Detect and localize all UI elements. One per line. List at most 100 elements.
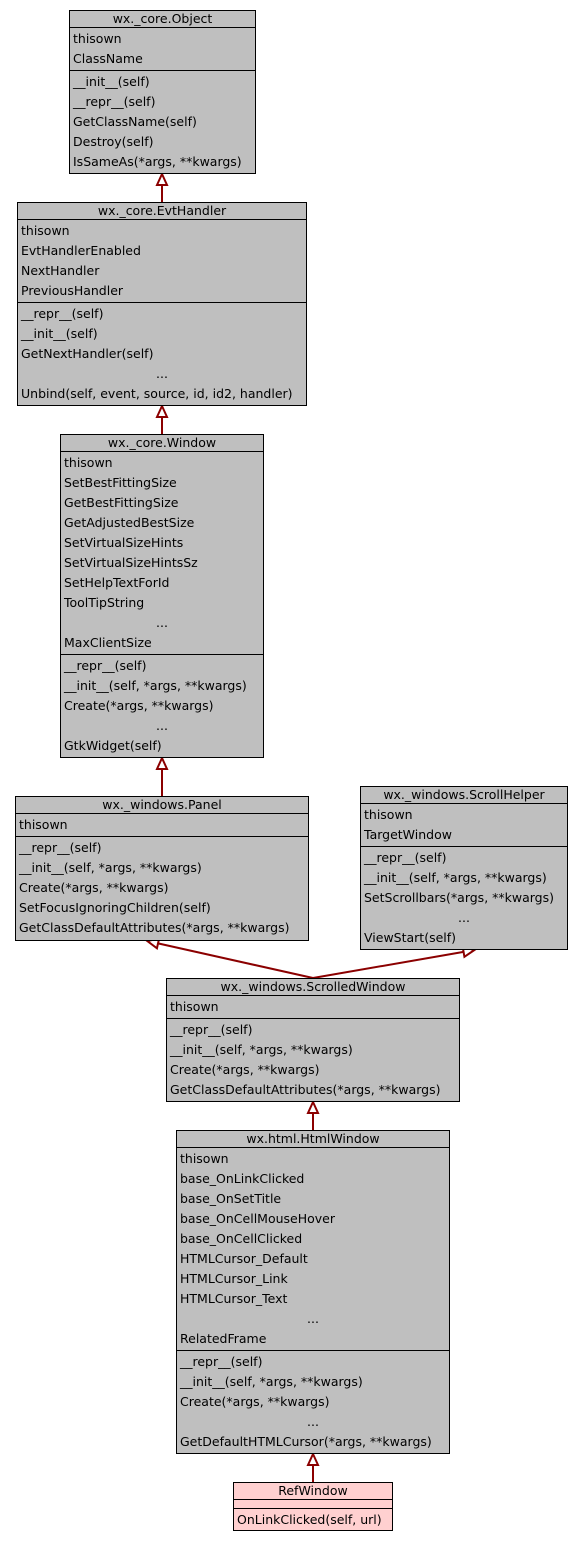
attribute-row: ToolTipString (64, 595, 145, 610)
method-row: Unbind(self, event, source, id, id2, han… (21, 386, 293, 401)
attributes-section (234, 1500, 392, 1509)
attribute-row: HTMLCursor_Link (180, 1271, 288, 1286)
attribute-row: SetHelpTextForId (64, 575, 170, 590)
inheritance-arrowhead (155, 403, 169, 418)
inheritance-arrowhead (306, 1451, 320, 1466)
method-row: __repr__(self) (364, 850, 447, 865)
attribute-row: thisown (19, 817, 68, 832)
method-row: __init__(self, *args, **kwargs) (64, 678, 247, 693)
method-row: __repr__(self) (19, 840, 102, 855)
class-title: RefWindow (234, 1483, 392, 1500)
class-title: wx._windows.Panel (16, 797, 308, 814)
attribute-row: base_OnLinkClicked (180, 1171, 305, 1186)
method-row: Create(*args, **kwargs) (170, 1062, 320, 1077)
class-title: wx._core.Window (61, 435, 263, 452)
method-row: Create(*args, **kwargs) (180, 1394, 330, 1409)
class-node-htmlwindow[interactable]: wx.html.HtmlWindow thisown base_OnLinkCli… (176, 1130, 450, 1454)
method-row: GetClassDefaultAttributes(*args, **kwarg… (19, 920, 290, 935)
class-title: wx.html.HtmlWindow (177, 1131, 449, 1148)
class-title: wx._windows.ScrollHelper (361, 787, 567, 804)
attribute-row: thisown (21, 223, 70, 238)
methods-section: __repr__(self) __init__(self, *args, **kw… (61, 655, 263, 757)
method-row: __init__(self) (21, 326, 98, 341)
method-row: __repr__(self) (21, 306, 104, 321)
inheritance-arrowhead (306, 1099, 320, 1114)
ellipsis-row: ... (458, 910, 470, 925)
method-row: GetClassName(self) (73, 114, 197, 129)
method-row: __init__(self, *args, **kwargs) (170, 1042, 353, 1057)
attribute-row: SetVirtualSizeHints (64, 535, 184, 550)
method-row: GetDefaultHTMLCursor(*args, **kwargs) (180, 1434, 432, 1449)
inheritance-edge (312, 950, 464, 979)
method-row: OnLinkClicked(self, url) (237, 1512, 382, 1527)
attribute-row: ClassName (73, 51, 143, 66)
attribute-row: base_OnCellMouseHover (180, 1211, 336, 1226)
method-row: Create(*args, **kwargs) (19, 880, 169, 895)
attribute-row: RelatedFrame (180, 1331, 267, 1346)
attribute-row: NextHandler (21, 263, 100, 278)
attribute-row: EvtHandlerEnabled (21, 243, 141, 258)
ellipsis-row: ... (156, 718, 168, 733)
ellipsis-row: ... (307, 1414, 319, 1429)
methods-section: OnLinkClicked(self, url) (234, 1509, 392, 1531)
ellipsis-row: ... (156, 366, 168, 381)
class-node-panel[interactable]: wx._windows.Panel thisown __repr__(self)… (15, 796, 309, 941)
inheritance-arrowhead (155, 755, 169, 770)
method-row: __init__(self, *args, **kwargs) (180, 1374, 363, 1389)
attribute-row: PreviousHandler (21, 283, 124, 298)
attribute-row: thisown (73, 31, 122, 46)
attribute-row: HTMLCursor_Default (180, 1251, 308, 1266)
method-row: __repr__(self) (64, 658, 147, 673)
method-row: IsSameAs(*args, **kwargs) (73, 154, 242, 169)
methods-section: __init__(self) __repr__(self) GetClassName… (70, 71, 255, 173)
attribute-row: MaxClientSize (64, 635, 152, 650)
attribute-row: thisown (180, 1151, 229, 1166)
methods-section: __repr__(self) __init__(self, *args, **kw… (16, 837, 308, 939)
attribute-row: thisown (170, 999, 219, 1014)
methods-section: __repr__(self) __init__(self) GetNextHandl… (18, 303, 306, 405)
method-row: __init__(self) (73, 74, 150, 89)
inheritance-arrowhead (155, 171, 169, 186)
methods-section: __repr__(self) __init__(self, *args, **kw… (177, 1351, 449, 1453)
attribute-row: SetBestFittingSize (64, 475, 177, 490)
method-row: SetScrollbars(*args, **kwargs) (364, 890, 555, 905)
class-title: wx._core.Object (70, 11, 255, 28)
attributes-section: thisown (16, 814, 308, 837)
class-node-scrolledwindow[interactable]: wx._windows.ScrolledWindow thisown __rep… (166, 978, 460, 1102)
method-row: SetFocusIgnoringChildren(self) (19, 900, 211, 915)
attribute-row: GetBestFittingSize (64, 495, 179, 510)
method-row: Destroy(self) (73, 134, 154, 149)
method-row: GetNextHandler(self) (21, 346, 154, 361)
attribute-row: thisown (364, 807, 413, 822)
method-row: Create(*args, **kwargs) (64, 698, 214, 713)
method-row: __repr__(self) (73, 94, 156, 109)
attribute-row: SetVirtualSizeHintsSz (64, 555, 198, 570)
method-row: __init__(self, *args, **kwargs) (364, 870, 547, 885)
method-row: GetClassDefaultAttributes(*args, **kwarg… (170, 1082, 441, 1097)
method-row: GtkWidget(self) (64, 738, 162, 753)
class-title: wx._core.EvtHandler (18, 203, 306, 220)
class-title: wx._windows.ScrolledWindow (167, 979, 459, 996)
attribute-row: thisown (64, 455, 113, 470)
method-row: __repr__(self) (170, 1022, 253, 1037)
inheritance-edge (157, 942, 314, 979)
method-row: ViewStart(self) (364, 930, 457, 945)
attribute-row: TargetWindow (364, 827, 452, 842)
methods-section: __repr__(self) __init__(self, *args, **kw… (167, 1019, 459, 1101)
attributes-section: thisown base_OnLinkClicked base_OnSetTitle… (177, 1148, 449, 1351)
attribute-row: base_OnSetTitle (180, 1191, 282, 1206)
attribute-row: GetAdjustedBestSize (64, 515, 195, 530)
attributes-section: thisown (167, 996, 459, 1019)
class-node-refwindow[interactable]: RefWindow OnLinkClicked(self, url) (233, 1482, 393, 1531)
method-row: __init__(self, *args, **kwargs) (19, 860, 202, 875)
method-row: __repr__(self) (180, 1354, 263, 1369)
ellipsis-row: ... (156, 615, 168, 630)
